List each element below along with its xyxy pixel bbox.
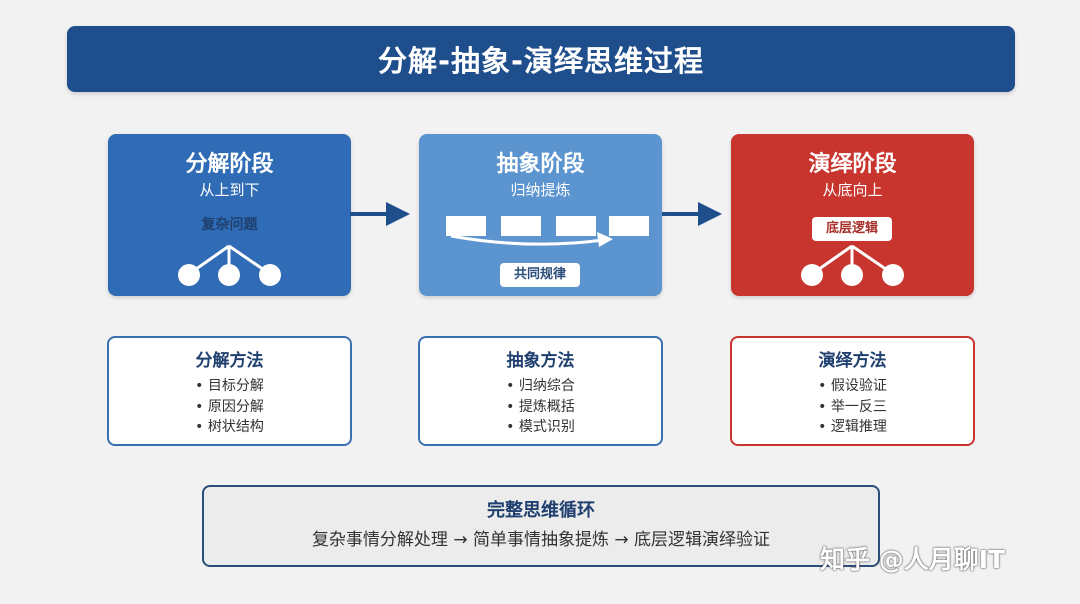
stage-title: 分解阶段 — [185, 152, 274, 177]
method-list: 归纳综合 提炼概括 模式识别 — [420, 376, 661, 438]
arrow-right-icon — [350, 202, 410, 226]
page-title: 分解-抽象-演绎思维过程 — [377, 44, 705, 78]
method-item: 目标分解 — [109, 376, 350, 397]
method-abstract-box: 抽象方法 归纳综合 提炼概括 模式识别 — [418, 336, 663, 446]
method-title: 抽象方法 — [506, 351, 575, 371]
method-item: 假设验证 — [732, 376, 973, 397]
method-item: 举一反三 — [732, 397, 973, 418]
method-list: 目标分解 原因分解 树状结构 — [109, 376, 350, 438]
stage-title: 抽象阶段 — [496, 152, 585, 177]
method-decompose-box: 分解方法 目标分解 原因分解 树状结构 — [107, 336, 352, 446]
common-pattern-label: 共同规律 — [500, 263, 580, 287]
title-banner: 分解-抽象-演绎思维过程 — [67, 26, 1015, 92]
method-item: 树状结构 — [109, 417, 350, 438]
tree-up-icon — [801, 244, 904, 286]
method-title: 分解方法 — [195, 351, 264, 371]
tree-down-icon — [178, 244, 281, 286]
method-item: 提炼概括 — [420, 397, 661, 418]
curved-arrow-icon — [450, 232, 613, 247]
method-item: 归纳综合 — [420, 376, 661, 397]
base-logic-label: 底层逻辑 — [812, 217, 892, 241]
method-deduce-box: 演绎方法 假设验证 举一反三 逻辑推理 — [730, 336, 975, 446]
cycle-text: 复杂事情分解处理 → 简单事情抽象提炼 → 底层逻辑演绎验证 — [311, 530, 771, 550]
method-title: 演绎方法 — [818, 351, 887, 371]
flow-block — [609, 216, 649, 236]
stage-decompose-card: 分解阶段 从上到下 复杂问题 — [108, 134, 351, 296]
stage-subtitle: 从上到下 — [199, 181, 260, 199]
flow-block — [501, 216, 541, 236]
stage-deduce-card: 演绎阶段 从底向上 底层逻辑 — [731, 134, 974, 296]
method-item: 模式识别 — [420, 417, 661, 438]
method-item: 逻辑推理 — [732, 417, 973, 438]
complex-problem-label: 复杂问题 — [201, 217, 258, 233]
stage-subtitle: 从底向上 — [822, 181, 883, 199]
flow-block — [556, 216, 596, 236]
arrow-right-icon — [662, 202, 722, 226]
stage-abstract-card: 抽象阶段 归纳提炼 共同规律 — [419, 134, 662, 296]
method-list: 假设验证 举一反三 逻辑推理 — [732, 376, 973, 438]
cycle-title: 完整思维循环 — [487, 500, 595, 521]
stage-title: 演绎阶段 — [808, 152, 897, 177]
method-item: 原因分解 — [109, 397, 350, 418]
watermark: 知乎 @人月聊IT — [820, 545, 1006, 574]
thinking-cycle-box: 完整思维循环 复杂事情分解处理 → 简单事情抽象提炼 → 底层逻辑演绎验证 — [202, 485, 880, 567]
flow-block — [446, 216, 486, 236]
stage-subtitle: 归纳提炼 — [510, 181, 571, 199]
